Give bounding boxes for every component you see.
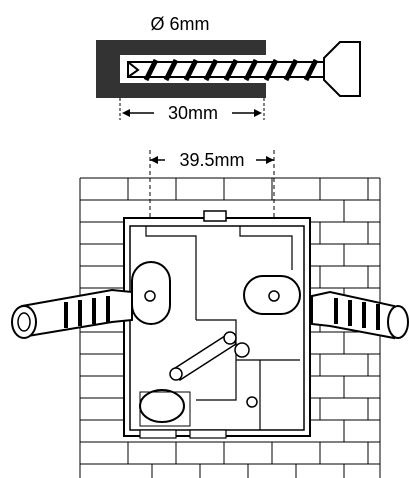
- depth-label: 30mm: [168, 103, 218, 123]
- screw-head: [323, 41, 361, 97]
- junction-box: [123, 210, 311, 439]
- left-mounting-slot: [131, 261, 171, 325]
- hole-spacing-label: 39.5mm: [179, 150, 244, 170]
- cable-entry: [139, 389, 185, 423]
- diameter-label: Ø 6mm: [150, 14, 209, 34]
- terminal-screw: [246, 396, 258, 408]
- top-tab: [203, 210, 227, 222]
- left-wall-plug: [11, 288, 133, 339]
- screw-tip: [127, 61, 140, 78]
- drill-detail: Ø 6mm 30mm: [96, 14, 361, 123]
- right-wall-plug: [311, 290, 409, 340]
- link-arm: [169, 331, 250, 381]
- right-mounting-slot: [243, 275, 301, 315]
- screw-thread: [143, 58, 319, 82]
